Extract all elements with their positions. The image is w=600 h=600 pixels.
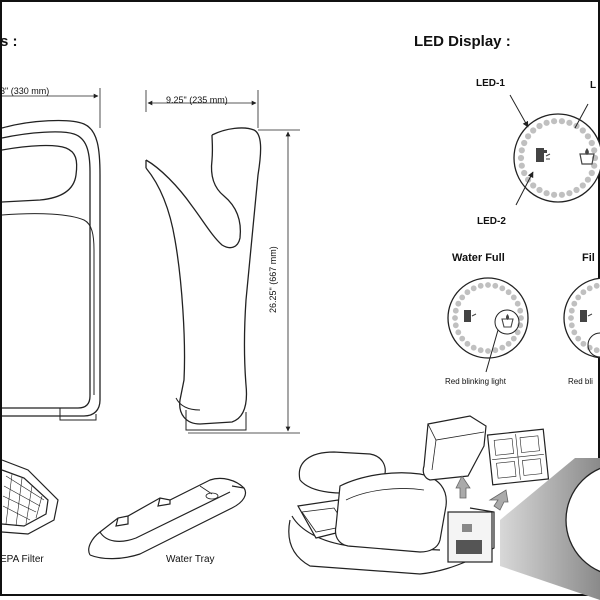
side-view-drawing [145,90,300,434]
led-dot [455,300,462,307]
depth-dimension-label: 9.25" (235 mm) [166,95,228,105]
front-view-drawing [1,88,101,421]
hand-dryer-icon [464,310,477,322]
led-dot [514,300,521,307]
led-dot [571,329,578,336]
led-dot [477,347,484,354]
dimensions-heading-partial: s : [0,33,18,50]
led-dot [459,294,466,301]
led-dot [584,176,592,183]
water-tray-label: Water Tray [166,554,215,565]
led-dot [543,190,550,197]
led-dot [568,315,574,321]
led-dot [510,294,517,301]
led-dot [477,282,484,289]
led-dot [530,127,537,134]
led-dot [521,139,528,147]
led-dot [510,335,517,342]
led-dot [591,147,598,154]
led-dot [505,289,512,296]
led-dot [568,322,575,329]
led2-label: LED-2 [477,216,506,227]
led-dot [573,186,580,194]
led-dot [525,133,532,140]
filter-title-partial: Fil [582,252,595,264]
hand-dryer-icon [580,310,593,322]
led-dot [464,340,471,347]
led-dot [593,282,600,289]
led1-label: LED-1 [476,78,505,89]
led-dot [551,191,558,198]
led-dot [530,182,537,189]
led-dot [593,347,600,354]
red-blinking-label: Red blinking light [445,377,506,386]
led-dot [455,329,462,336]
led-dot [568,307,575,314]
led-dot [558,191,566,198]
water-drop-icon [579,148,595,165]
led-dot [571,300,578,307]
led-dot [485,348,491,354]
hepa-filter-label-partial: EPA Filter [0,554,44,565]
led-dot [459,335,466,342]
led-dot [586,285,593,292]
led-dot [485,282,491,288]
red-blinking-label-partial: Red bli [568,377,593,386]
height-dimension-label: 26.25" (667 mm) [268,246,278,313]
led-dot [518,147,525,154]
led-display-heading: LED Display : [414,33,511,50]
dryer-assembly-drawing [288,415,600,600]
led-dot [580,289,587,296]
hepa-filter-drawing [1,459,59,535]
led-dot [470,344,477,351]
led-display-water-full [447,277,529,373]
led-dot [591,162,598,169]
led-dot [536,186,543,194]
water-tray-drawing [88,477,247,560]
led-dot [580,340,587,347]
led-dot [551,118,558,125]
led-dot [521,169,528,177]
led-display-main [509,94,600,206]
led-dot [579,127,586,134]
led-dot [588,169,595,177]
led-dot [452,322,459,329]
led-dot [579,182,586,189]
width-dimension-label: 3" (330 mm) [0,86,50,96]
led-dot [452,307,459,314]
led-dot [558,118,566,125]
water-full-title: Water Full [452,252,505,264]
led-dot [464,289,471,296]
led-dot [566,190,573,197]
led-display-filter [563,277,600,359]
led-dot [517,154,525,162]
led-ring-filter [568,282,600,354]
led-dot [470,285,477,292]
led-dot [536,122,543,130]
led-dot [517,307,524,314]
led-dot [452,315,458,321]
led-dot [514,329,521,336]
hand-dryer-icon [536,148,551,162]
led-dot [505,340,512,347]
led-label-partial: L [590,80,597,91]
led-ring-water-full [452,282,524,354]
led-dot [518,315,524,321]
led-dot [492,282,499,289]
led-dot [499,285,506,292]
led-dot [588,139,595,147]
led-dot [492,347,499,354]
water-drop-icon [501,314,514,328]
led-dot [518,162,525,169]
led-dot [575,335,582,342]
led-dot [566,119,573,126]
led-ring-main [517,118,599,198]
led-dot [543,119,550,126]
led-dot [575,294,582,301]
led-dot [499,344,506,351]
led-dot [584,133,592,140]
